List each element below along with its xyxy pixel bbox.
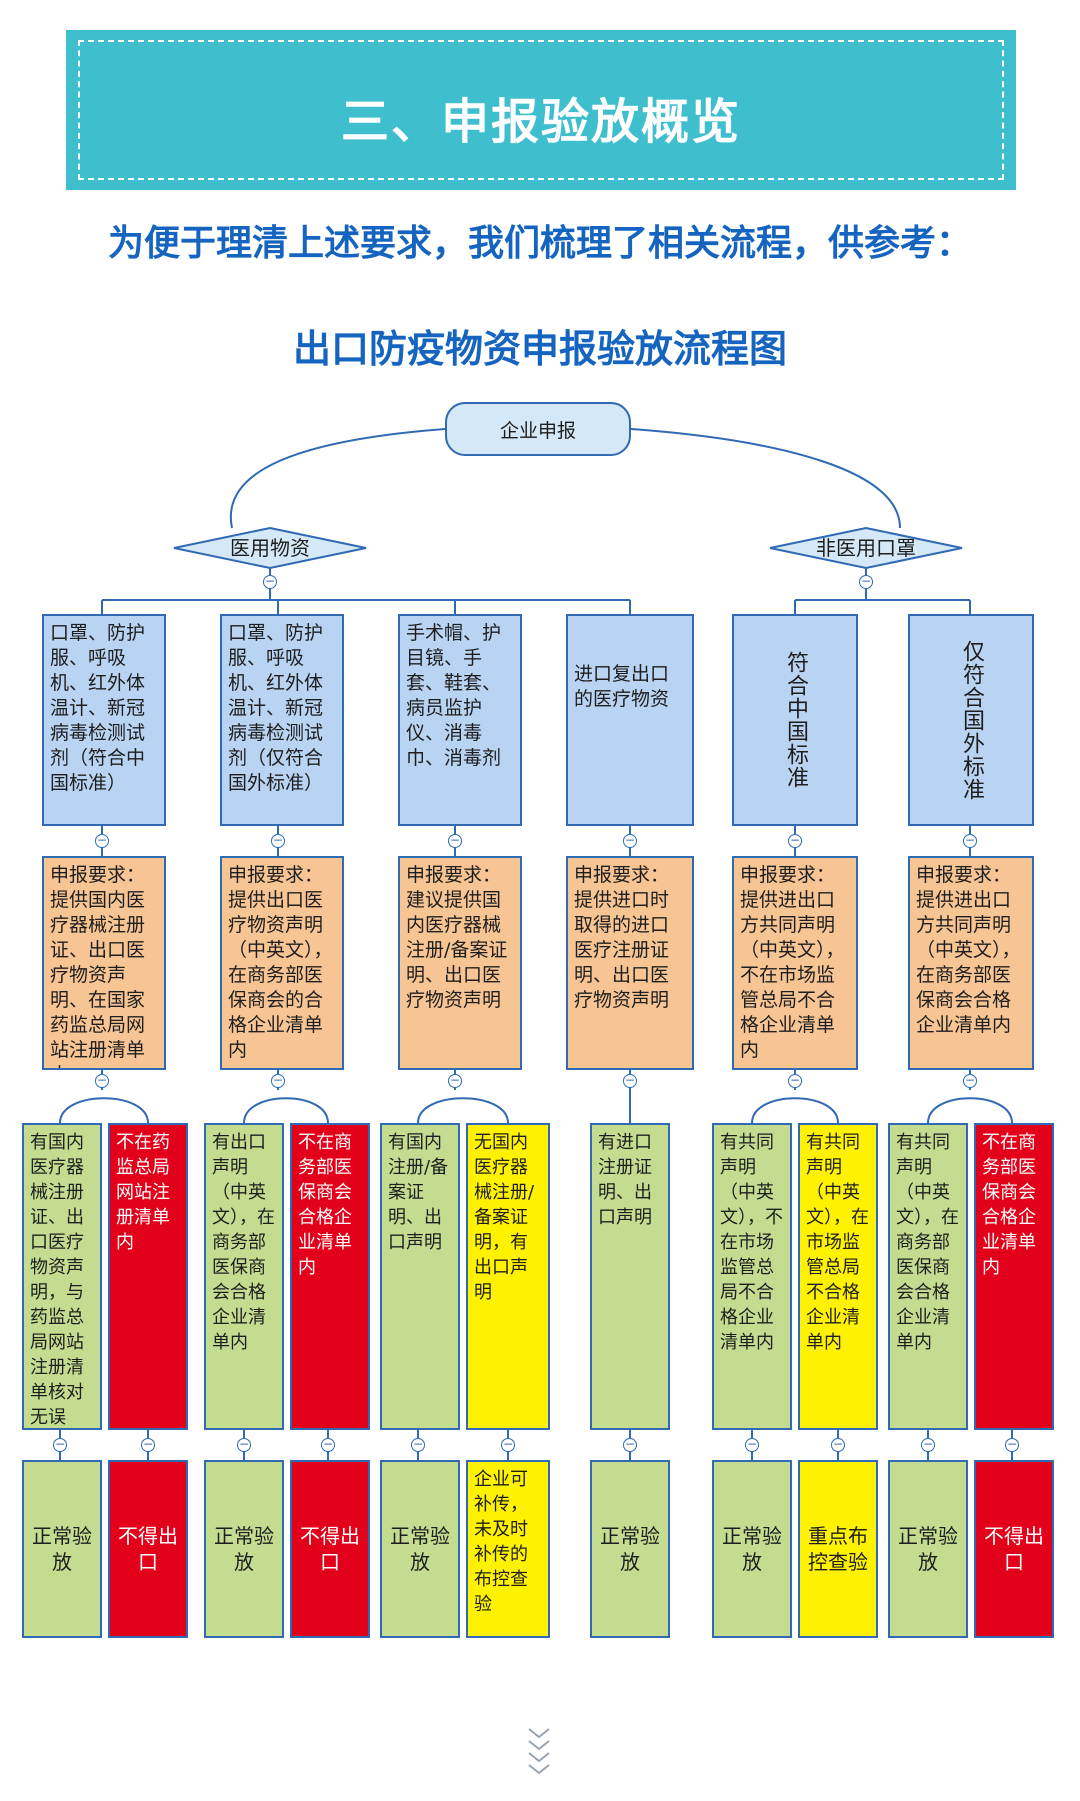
branch-label-medical: 医用物资 [230, 536, 310, 560]
connector-root-medical [229, 428, 446, 529]
condition-box: 有共同声明（中英文），在商务部医保商会合格企业清单内 [888, 1123, 968, 1430]
collapse-icon[interactable]: − [448, 833, 462, 848]
category-box: 仅符合国外标准 [908, 614, 1034, 826]
collapse-icon[interactable]: − [623, 1437, 637, 1452]
category-box: 进口复出口的医疗物资 [566, 614, 694, 826]
branch-label-nonmedical: 非医用口罩 [816, 536, 916, 560]
result-box: 企业可补传，未及时补传的布控查验 [466, 1460, 550, 1638]
root-node: 企业申报 [445, 402, 631, 456]
collapse-icon[interactable]: − [788, 833, 802, 848]
result-box: 重点布控查验 [798, 1460, 878, 1638]
condition-box: 无国内医疗器械注册/备案证明，有出口声明 [466, 1123, 550, 1430]
category-box: 口罩、防护服、呼吸机、红外体温计、新冠病毒检测试剂（符合中国标准） [42, 614, 166, 826]
result-box: 不得出口 [974, 1460, 1054, 1638]
collapse-icon[interactable]: − [963, 1073, 977, 1088]
collapse-icon[interactable]: − [411, 1437, 425, 1452]
requirement-box: 申报要求：提供国内医疗器械注册证、出口医疗物资声明、在国家药监总局网站注册清单内 [42, 856, 166, 1070]
collapse-icon[interactable]: − [623, 833, 637, 848]
result-box: 不得出口 [108, 1460, 188, 1638]
requirement-box: 申报要求：提供出口医疗物资声明（中英文），在商务部医保商会的合格企业清单内 [220, 856, 344, 1070]
condition-box: 不在商务部医保商会合格企业清单内 [974, 1123, 1054, 1430]
condition-box: 不在药监总局网站注册清单内 [108, 1123, 188, 1430]
collapse-icon[interactable]: − [321, 1437, 335, 1452]
connector-root-nonmedical [630, 428, 901, 529]
chevrons-down-icon[interactable] [524, 1725, 554, 1785]
collapse-icon[interactable]: − [963, 833, 977, 848]
collapse-icon[interactable]: − [623, 1073, 637, 1088]
result-box: 不得出口 [290, 1460, 370, 1638]
collapse-icon[interactable]: − [501, 1437, 515, 1452]
collapse-icon[interactable]: − [263, 574, 277, 589]
condition-box: 有共同声明（中英文），在市场监管总局不合格企业清单内 [798, 1123, 878, 1430]
collapse-icon[interactable]: − [921, 1437, 935, 1452]
category-box: 手术帽、护目镜、手套、鞋套、病员监护仪、消毒巾、消毒剂 [398, 614, 522, 826]
intro-subtitle: 为便于理清上述要求，我们梳理了相关流程，供参考： [107, 223, 972, 264]
requirement-box: 申报要求：建议提供国内医疗器械注册/备案证明、出口医疗物资声明 [398, 856, 522, 1070]
collapse-icon[interactable]: − [831, 1437, 845, 1452]
condition-box: 有出口声明（中英文），在商务部医保商会合格企业清单内 [204, 1123, 284, 1430]
collapse-icon[interactable]: − [271, 1073, 285, 1088]
flowchart-title: 出口防疫物资申报验放流程图 [292, 327, 787, 371]
collapse-icon[interactable]: − [448, 1073, 462, 1088]
collapse-icon[interactable]: − [141, 1437, 155, 1452]
condition-box: 不在商务部医保商会合格企业清单内 [290, 1123, 370, 1430]
branch-diamond-medical [173, 526, 367, 570]
collapse-icon[interactable]: − [271, 833, 285, 848]
result-box: 正常验放 [204, 1460, 284, 1638]
requirement-box: 申报要求：提供进出口方共同声明（中英文），不在市场监管总局不合格企业清单内 [732, 856, 858, 1070]
result-box: 正常验放 [712, 1460, 792, 1638]
requirement-box: 申报要求：提供进口时取得的进口医疗注册证明、出口医疗物资声明 [566, 856, 694, 1070]
collapse-icon[interactable]: − [1005, 1437, 1019, 1452]
category-box: 符合中国标准 [732, 614, 858, 826]
collapse-icon[interactable]: − [95, 1073, 109, 1088]
requirement-box: 申报要求：提供进出口方共同声明（中英文），在商务部医保商会合格企业清单内 [908, 856, 1034, 1070]
collapse-icon[interactable]: − [237, 1437, 251, 1452]
result-box: 正常验放 [22, 1460, 102, 1638]
collapse-icon[interactable]: − [95, 833, 109, 848]
section-banner: 三、申报验放概览 [66, 30, 1016, 190]
collapse-icon[interactable]: − [745, 1437, 759, 1452]
condition-box: 有国内医疗器械注册证、出口医疗物资声明，与药监总局网站注册清单核对无误 [22, 1123, 102, 1430]
condition-box: 有国内注册/备案证明、出口声明 [380, 1123, 460, 1430]
condition-box: 有进口注册证明、出口声明 [590, 1123, 670, 1430]
branch-diamond-nonmedical [769, 526, 963, 570]
result-box: 正常验放 [888, 1460, 968, 1638]
collapse-icon[interactable]: − [53, 1437, 67, 1452]
condition-box: 有共同声明（中英文），不在市场监管总局不合格企业清单内 [712, 1123, 792, 1430]
result-box: 正常验放 [380, 1460, 460, 1638]
banner-dashed-border [78, 40, 1004, 180]
result-box: 正常验放 [590, 1460, 670, 1638]
collapse-icon[interactable]: − [859, 574, 873, 589]
collapse-icon[interactable]: − [788, 1073, 802, 1088]
category-box: 口罩、防护服、呼吸机、红外体温计、新冠病毒检测试剂（仅符合国外标准） [220, 614, 344, 826]
banner-title: 三、申报验放概览 [340, 94, 741, 150]
